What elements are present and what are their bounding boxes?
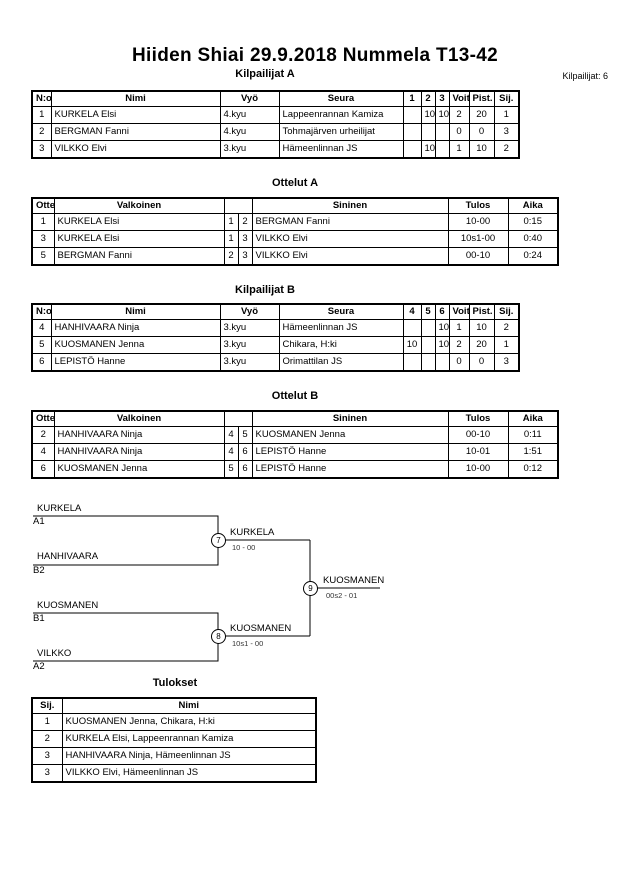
table-cell: 1:51 (507, 443, 559, 461)
bracket-seed-2: B2 (33, 565, 45, 576)
table-cell: 0:24 (507, 247, 559, 266)
table-cell: VILKKO Elvi (251, 230, 449, 248)
bracket-seed-1: A1 (33, 516, 45, 527)
table-cell: 10-01 (447, 443, 509, 461)
bracket-player-1: KURKELA (37, 503, 82, 514)
match-7-score: 10 - 00 (232, 543, 256, 552)
table-cell: LEPISTÖ Hanne (50, 353, 221, 372)
bracket-player-3: KUOSMANEN (37, 600, 99, 611)
table-cell: 0:12 (507, 460, 559, 479)
results-heading: Tulokset (152, 677, 198, 689)
table-cell: 5 (223, 460, 239, 479)
table-cell: 3 (493, 123, 520, 141)
pool-a-heading: Kilpailijat A (235, 68, 295, 80)
match-node-8: 8 (211, 629, 226, 644)
col-header: Sij. (31, 697, 63, 714)
table-cell: KUOSMANEN Jenna, Chikara, H:ki (61, 713, 317, 731)
table-cell: 1 (31, 713, 63, 731)
table-cell: 4.kyu (219, 123, 280, 141)
table-cell: VILKKO Elvi (50, 140, 221, 159)
match-8-winner: KUOSMANEN (230, 623, 292, 634)
table-cell: 3 (493, 353, 520, 372)
bracket-seed-3: B1 (33, 613, 45, 624)
matches-a-heading: Ottelut A (271, 177, 319, 189)
competitor-count: Kilpailijat: 6 (562, 71, 608, 81)
table-cell: KUOSMANEN Jenna (53, 460, 225, 479)
table-cell: 0:40 (507, 230, 559, 248)
table-cell: 3 (31, 747, 63, 765)
pool-b-heading: Kilpailijat B (235, 284, 295, 296)
table-cell: HANHIVAARA Ninja, Hämeenlinnan JS (61, 747, 317, 765)
table-cell: VILKKO Elvi, Hämeenlinnan JS (61, 764, 317, 783)
table-cell: 10 (468, 140, 495, 159)
table-cell: 3 (31, 230, 55, 248)
table-cell: 1 (493, 336, 520, 354)
table-cell: Chikara, H:ki (278, 336, 404, 354)
table-cell: HANHIVAARA Ninja (53, 443, 225, 461)
bracket-seed-4: A2 (33, 661, 45, 672)
match-8-score: 10s1 - 00 (232, 639, 264, 648)
matches-b-table: Ottelu Valkoinen Sininen Tulos Aika 2HAN… (31, 410, 559, 479)
page-title: Hiiden Shiai 29.9.2018 Nummela T13-42 (132, 45, 498, 66)
table-cell: 3 (31, 764, 63, 783)
bracket-player-4: VILKKO (37, 648, 72, 659)
pool-a-table: N:o Nimi Vyö Seura 1 2 3 Voit. Pist. Sij… (31, 90, 520, 159)
match-7-winner: KURKELA (230, 527, 275, 538)
bracket-player-2: HANHIVAARA (37, 551, 99, 562)
table-cell: 2 (493, 140, 520, 159)
match-9-winner: KUOSMANEN (323, 575, 385, 586)
pool-b-table: N:o Nimi Vyö Seura 4 5 6 Voit. Pist. Sij… (31, 303, 520, 372)
match-9-score: 00s2 - 01 (326, 591, 358, 600)
table-cell: 2 (31, 730, 63, 748)
match-node-9: 9 (303, 581, 318, 596)
match-node-7: 7 (211, 533, 226, 548)
col-header: Nimi (61, 697, 317, 714)
matches-a-table: Ottelu Valkoinen Sininen Tulos Aika 1KUR… (31, 197, 559, 266)
table-cell: Hämeenlinnan JS (278, 140, 404, 159)
matches-b-heading: Ottelut B (271, 390, 319, 402)
table-cell: 3 (237, 230, 253, 248)
table-cell: KURKELA Elsi, Lappeenrannan Kamiza (61, 730, 317, 748)
table-cell: 0 (448, 353, 470, 372)
table-cell: 2 (31, 123, 52, 141)
table-cell: 00-10 (447, 247, 509, 266)
table-cell: VILKKO Elvi (251, 247, 449, 266)
